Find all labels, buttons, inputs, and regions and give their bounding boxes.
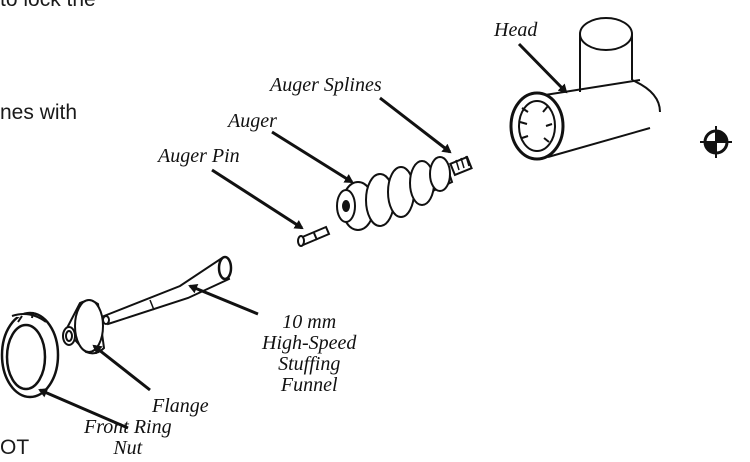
- label-auger: Auger: [228, 111, 277, 132]
- auger-pin-part: [298, 227, 329, 246]
- head-arrow: [519, 44, 566, 92]
- label-funnel: 10 mm High-Speed Stuffing Funnel: [262, 312, 356, 396]
- flange-arrow: [94, 346, 150, 390]
- funnel-part: [103, 257, 231, 324]
- label-front-ring-nut: Front Ring Nut: [84, 417, 172, 459]
- auger-arrow: [272, 132, 352, 182]
- auger-part: [337, 156, 472, 230]
- label-flange: Flange: [152, 396, 209, 417]
- label-auger-splines: Auger Splines: [270, 75, 382, 96]
- auger-pin-arrow: [212, 170, 302, 228]
- front-ring-nut-part: [2, 312, 58, 397]
- crosshair-target-icon: [700, 126, 732, 158]
- funnel-arrow: [190, 286, 258, 314]
- auger-splines-arrow: [380, 98, 450, 152]
- label-head: Head: [494, 20, 537, 41]
- flange-part: [63, 300, 104, 353]
- label-auger-pin: Auger Pin: [158, 146, 240, 167]
